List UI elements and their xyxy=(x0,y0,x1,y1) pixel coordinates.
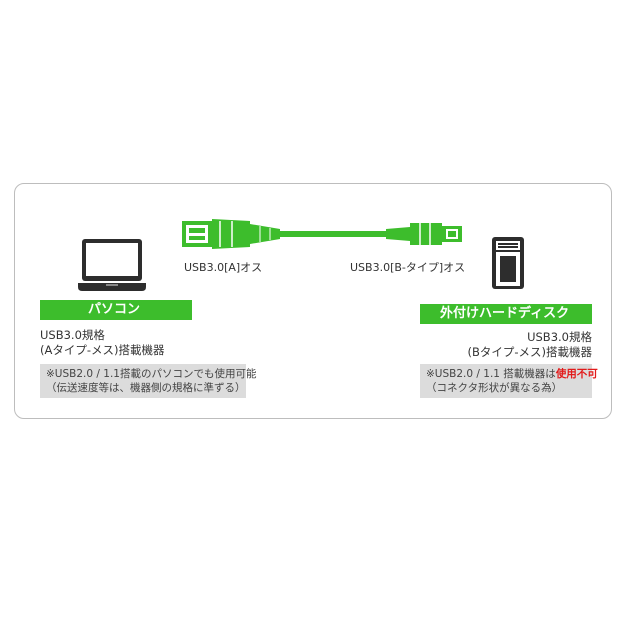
connector-b-label: USB3.0[B-タイプ]オス xyxy=(350,261,466,274)
pc-compat-note: ※USB2.0 / 1.1搭載のパソコンでも使用可能 （伝送速度等は、機器側の規… xyxy=(40,364,257,398)
hdd-note-line1: ※USB2.0 / 1.1 搭載機器は使用不可 xyxy=(426,367,598,381)
pc-note-line1: ※USB2.0 / 1.1搭載のパソコンでも使用可能 xyxy=(46,368,257,380)
hdd-label: 外付けハードディスク xyxy=(420,304,592,324)
laptop-icon xyxy=(78,239,146,291)
pc-note-line2: （伝送速度等は、機器側の規格に準ずる） xyxy=(46,382,246,394)
hdd-note-warning: 使用不可 xyxy=(555,368,598,380)
hdd-note-line2: （コネクタ形状が異なる為） xyxy=(426,382,563,394)
pc-spec-line1: USB3.0規格 xyxy=(40,328,105,342)
pc-label: パソコン xyxy=(40,300,192,320)
connector-a-label: USB3.0[A]オス xyxy=(184,261,263,274)
hdd-compat-note: ※USB2.0 / 1.1 搭載機器は使用不可 （コネクタ形状が異なる為） xyxy=(420,364,598,398)
pc-spec-line2: (Aタイプ-メス)搭載機器 xyxy=(40,343,165,357)
usb-cable-icon xyxy=(182,219,462,249)
hard-drive-icon xyxy=(492,237,524,289)
hdd-note-prefix: ※USB2.0 / 1.1 搭載機器は xyxy=(426,368,556,380)
hdd-spec-line2: (Bタイプ-メス)搭載機器 xyxy=(467,345,592,359)
hdd-spec-line1: USB3.0規格 xyxy=(527,330,592,344)
